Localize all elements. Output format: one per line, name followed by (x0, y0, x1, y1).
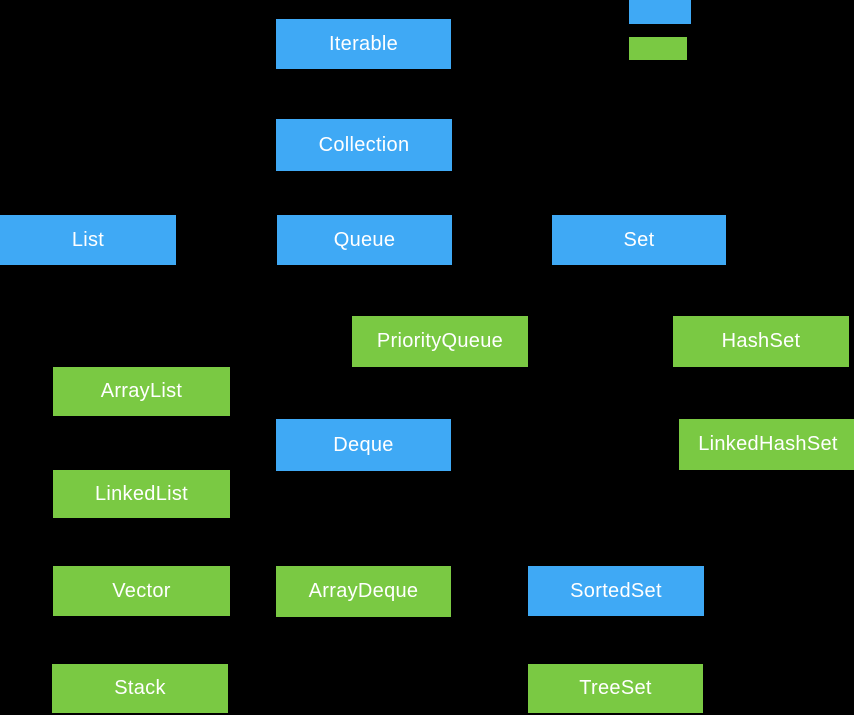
node-label: Queue (333, 228, 396, 251)
node-label: Iterable (328, 32, 399, 55)
node-label: ArrayDeque (308, 580, 419, 602)
node-label: Collection (318, 133, 410, 156)
node-stack: Stack (52, 664, 228, 713)
node-arraydeque: ArrayDeque (276, 566, 451, 617)
node-label: Set (623, 228, 655, 251)
node-label: PriorityQueue (376, 330, 504, 352)
node-priorityqueue: PriorityQueue (352, 316, 528, 367)
node-treeset: TreeSet (528, 664, 703, 713)
node-label: Stack (114, 677, 166, 699)
legend-class-swatch (629, 37, 687, 60)
node-list: List (0, 215, 176, 265)
node-label: HashSet (721, 330, 801, 352)
node-sortedset: SortedSet (528, 566, 704, 616)
node-linkedlist: LinkedList (53, 470, 230, 518)
node-label: LinkedHashSet (698, 433, 838, 455)
node-label: TreeSet (579, 677, 652, 699)
node-set: Set (552, 215, 726, 265)
node-label: Vector (112, 579, 171, 602)
node-label: ArrayList (100, 380, 183, 402)
node-collection: Collection (276, 119, 452, 171)
node-hashset: HashSet (673, 316, 849, 367)
node-label: Deque (333, 433, 394, 456)
node-deque: Deque (276, 419, 451, 471)
node-label: SortedSet (570, 579, 662, 602)
node-queue: Queue (277, 215, 452, 265)
node-linkedhashset: LinkedHashSet (679, 419, 854, 470)
node-label: List (71, 228, 105, 251)
node-label: LinkedList (94, 482, 189, 505)
node-vector: Vector (53, 566, 230, 616)
legend-interface-swatch (629, 0, 691, 24)
node-iterable: Iterable (276, 19, 451, 69)
node-arraylist: ArrayList (53, 367, 230, 416)
